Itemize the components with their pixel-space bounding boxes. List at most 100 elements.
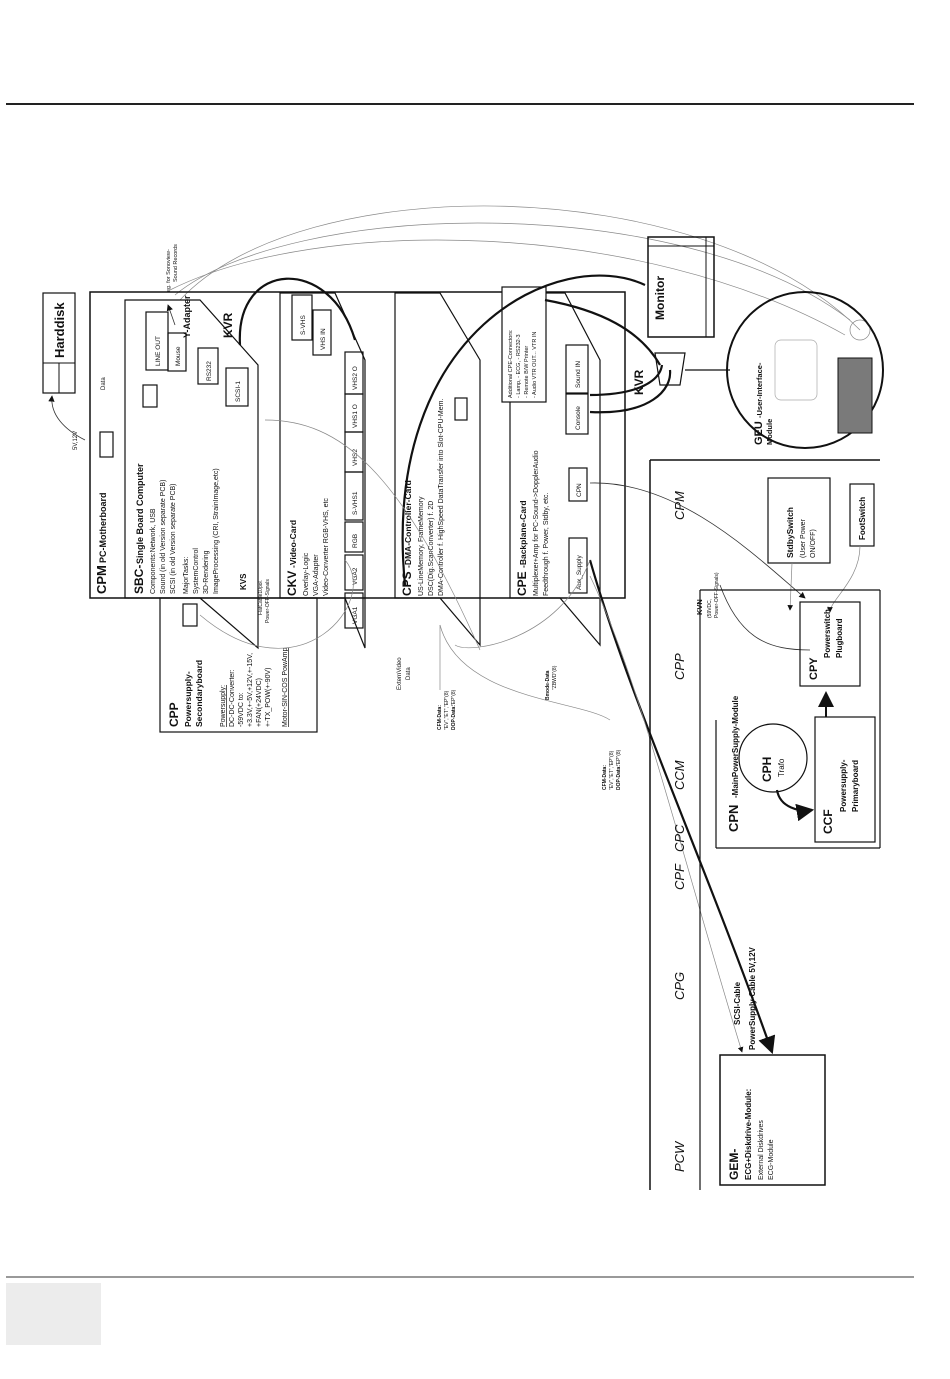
cpn-title: CPN	[726, 805, 741, 832]
mouse-connector	[167, 332, 187, 372]
cpp-line: +FAN(+24VDC)	[256, 678, 263, 727]
slot-label: CPC	[672, 824, 687, 852]
power-cable-label: PowerSupply-Cable 5V,12V	[748, 946, 757, 1050]
sbc-line: MajorTasks:	[183, 557, 190, 594]
cfm-label: DOP-Data:	[451, 705, 457, 730]
cpe-connector: Sound IN	[575, 361, 582, 388]
sbc-subtitle: Single Board Computer	[135, 463, 145, 564]
sbc-line: ImageProcessing (CRI, StrainImage,etc)	[213, 468, 220, 594]
sbc-line: Components:Network, USB	[150, 508, 157, 594]
cpe-title: CPE	[515, 571, 529, 596]
scsi1-connector	[225, 367, 249, 407]
cps-title: CPS	[400, 571, 414, 596]
stdby-title: StdbySwitch	[785, 507, 795, 558]
extern-video-label: ExternVideo	[397, 657, 403, 690]
ckv-line: Video-Converter RGB-VHS, etc	[323, 498, 330, 596]
cpe-connector: Aux_Supply	[576, 555, 583, 590]
cpe-additional: Additional CPE-Connectors:	[508, 329, 514, 398]
kvs-signals: Power-OFF-Signals	[265, 579, 271, 623]
stdby-switch: StdbySwitch (User Power ON/OFF)	[767, 477, 831, 564]
stdby-line: ON/OFF)	[810, 529, 817, 558]
connector-label: Mouse	[175, 346, 182, 366]
sbc-card: SBC- Single Board Computer Components:Ne…	[124, 244, 259, 650]
kvn-label: KVN	[695, 599, 704, 615]
cpy-line: Plugboard	[835, 618, 844, 658]
geu-title: GEU	[753, 421, 765, 445]
power-small-label: 5V,12V	[73, 431, 79, 450]
extern-video-label: Data	[406, 667, 412, 680]
ckv-connector: VHS IN	[320, 328, 327, 350]
kvn-sub: Power-OFF-Signals)	[714, 572, 720, 618]
slot-label: CPM	[672, 491, 687, 520]
cpp-title: CPP	[167, 702, 181, 727]
ckv-connector: VHS1 O	[352, 404, 359, 428]
kvr2-label: KVR	[632, 369, 646, 395]
foot-switch: FootSwitch	[849, 483, 875, 547]
gem-line: ECG-Module	[768, 1139, 775, 1180]
ckv-subtitle: -Video-Card	[288, 520, 298, 568]
slot-label: CCM	[672, 760, 687, 790]
bmode-label: "ZBWD"(8)	[552, 665, 558, 690]
cpy-line: Powerswitch-	[823, 606, 832, 658]
harddisk-label: Harddisk	[52, 302, 67, 358]
connector-label: RS232	[206, 361, 213, 381]
sbc-title: SBC-	[132, 565, 146, 594]
ckv-connector: VHS2	[352, 449, 359, 466]
y-adapter-label: Y-Adapter	[182, 295, 192, 338]
cpm-subtitle: PC-Motherboard	[98, 493, 108, 564]
cfm2-label: DOP-Data:	[616, 765, 622, 790]
geu-module: GEU -User-Interface- Module	[726, 291, 884, 449]
cpn-subtitle: -MainPowerSupply-Module	[731, 695, 740, 798]
cfm-label: "EP"(8)	[451, 689, 457, 706]
cpp-line: Powersupply:	[220, 685, 227, 727]
sbc-line: SCSI (in old Version separate PCB)	[170, 484, 177, 595]
ckv-card: CKV -Video-Card Overlay-Logic VGA-Adapte…	[279, 292, 366, 649]
gem-line: External Diskdrives	[758, 1120, 765, 1180]
data-label: Data	[101, 377, 107, 390]
cpe-additional: - Lamp, - ECG, - RS232-3	[516, 334, 522, 398]
bottom-rule	[6, 1276, 914, 1278]
ckv-line: VGA-Adapter	[313, 554, 320, 596]
ckv-connector: S-VHS1	[352, 491, 359, 515]
ccf-title: CCF	[821, 809, 835, 834]
scsi-cable-label: SCSI-Cable	[733, 981, 742, 1025]
cpe-line: Multiplexer+Amp for PC-Sound->DopplerAud…	[533, 450, 540, 596]
rs232-connector	[197, 347, 219, 385]
cpp-line: +3.3V,+-5V,+12V,+-15V,	[247, 653, 254, 727]
kvr-label: KVR	[221, 312, 235, 338]
ckv-line: Overlay-Logic	[303, 552, 310, 596]
slot-label: CPG	[672, 972, 687, 1000]
cpp-subtitle: Secondaryboard	[194, 660, 204, 727]
monitor-block: Monitor	[647, 236, 715, 338]
cpp-board: CPP Powersupply- Secondaryboard Powersup…	[159, 597, 318, 733]
cpe-connector: Console	[575, 406, 582, 430]
cpm-motherboard: CPM PC-Motherboard	[89, 291, 626, 599]
ckv-title: CKV	[285, 571, 299, 596]
cph-title: CPH	[760, 757, 774, 782]
sbc-line: Sound (in old Version separate PCB)	[160, 480, 167, 594]
sbc-line: 3D-Rendering	[203, 550, 210, 594]
connector-label: SCSI-1	[235, 381, 242, 402]
ckv-connector: S-VHS	[300, 314, 307, 335]
kvs-label: KVS	[239, 573, 248, 590]
cfm-label: "EV","ET","EP"(8)	[444, 690, 450, 730]
cpe-card: Additional CPE-Connectors: - Lamp, - ECG…	[501, 286, 601, 647]
cpy-board: CPY Powerswitch- Plugboard	[799, 601, 861, 687]
harddisk-block: Harddisk	[42, 292, 76, 394]
cpp-line: DC-DC-Converter:	[229, 669, 236, 727]
gem-subtitle: ECG+Diskdrive-Module:	[744, 1089, 753, 1180]
kvn-sub: (59VDC,	[707, 599, 713, 618]
sbc-line: SystemControl	[193, 548, 200, 594]
slot-strip: CPM CPP CCM CPC CPF CPG PCW	[649, 459, 881, 1190]
cpm-title: CPM	[94, 565, 109, 594]
cfm2-label: "EP"(8)	[616, 749, 622, 766]
corner-box	[6, 1283, 101, 1345]
ccf-line: Primaryboard	[851, 760, 860, 812]
connector-label: LINE OUT	[155, 336, 162, 366]
cph-sub: Trafo	[777, 758, 786, 777]
cpe-additional: - Audio VTR OUT... VTR IN	[532, 332, 538, 398]
cpe-subtitle: -Backplane-Card	[518, 500, 528, 568]
cps-line: US-LineMemory, FrameMemory	[418, 496, 425, 596]
footswitch-title: FootSwitch	[858, 497, 867, 540]
cps-line: DSC(Dig.ScanConverter) f. 2D	[428, 501, 435, 596]
